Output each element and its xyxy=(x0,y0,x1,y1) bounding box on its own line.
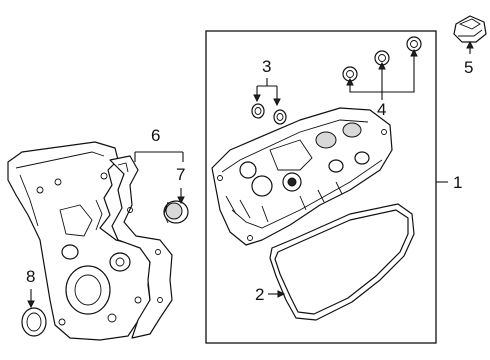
timing-cover xyxy=(7,141,151,341)
assembly-box xyxy=(205,30,437,344)
callout-5: 5 xyxy=(464,58,473,77)
callout-1: 1 xyxy=(453,173,462,192)
front-seal xyxy=(163,200,189,224)
cover-gasket xyxy=(269,203,415,321)
callout-6: 6 xyxy=(151,126,160,145)
crankshaft-seal xyxy=(21,307,47,337)
oil-filler-cap xyxy=(453,15,487,43)
valve-cover xyxy=(211,107,393,246)
callout-7: 7 xyxy=(176,165,185,184)
callout-8: 8 xyxy=(26,267,35,286)
callout-4: 4 xyxy=(377,100,386,119)
timing-cover-gasket xyxy=(109,155,173,339)
seal-pair xyxy=(251,103,287,125)
grommet-set xyxy=(342,36,422,82)
callout-3: 3 xyxy=(262,57,271,76)
callout-2: 2 xyxy=(255,285,264,304)
